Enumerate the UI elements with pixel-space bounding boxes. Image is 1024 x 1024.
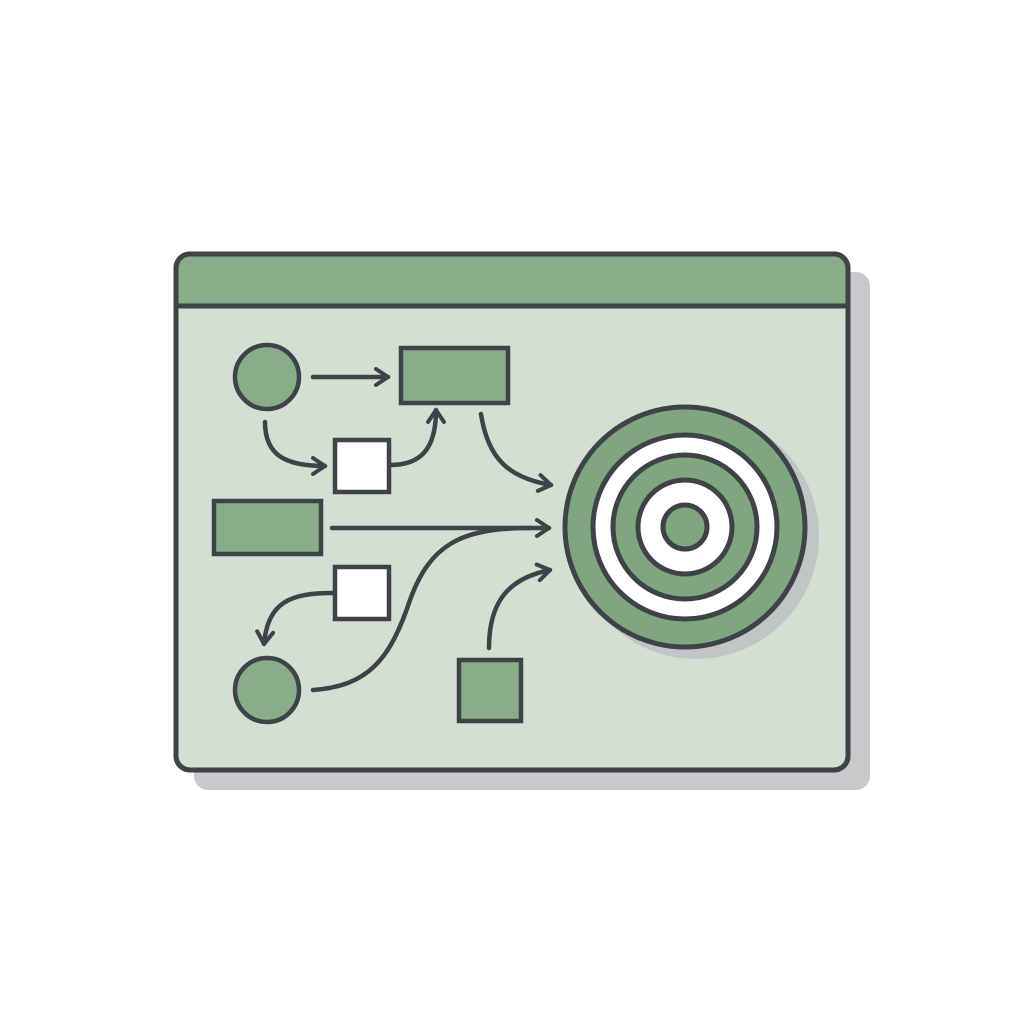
node-rect-top bbox=[398, 345, 511, 406]
flow-nodes bbox=[211, 342, 524, 725]
flow-connectors bbox=[255, 367, 554, 693]
window-title-bar bbox=[178, 256, 846, 306]
arrow-rect-to-target-upper bbox=[478, 411, 554, 493]
node-box-lower bbox=[332, 564, 392, 622]
arrow-circle-to-box bbox=[262, 419, 328, 476]
node-circle-top bbox=[232, 342, 302, 412]
arrow-square-to-target-lower bbox=[486, 562, 553, 651]
arrow-box-to-rect bbox=[387, 407, 446, 468]
node-box-upper bbox=[332, 437, 392, 495]
target-center bbox=[660, 502, 710, 552]
node-rect-left bbox=[211, 498, 324, 557]
node-square-bottom bbox=[456, 657, 524, 724]
window-outline bbox=[173, 251, 851, 773]
bullseye-target-icon bbox=[562, 404, 819, 659]
node-circle-bottom bbox=[232, 655, 302, 725]
arrow-box-to-circle bbox=[255, 590, 336, 647]
curve-circle-to-target bbox=[310, 525, 533, 693]
